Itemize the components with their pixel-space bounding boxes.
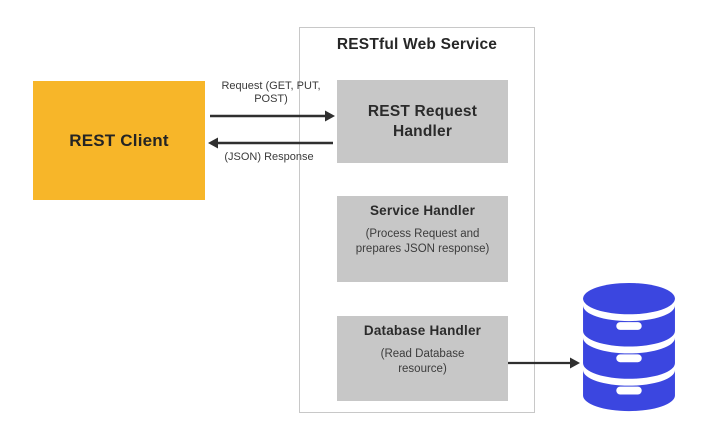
database-icon [580,282,678,415]
request-arrow-label: Request (GET, PUT, POST) [221,80,321,105]
service-handler-subtitle: (Process Request and prepares JSON respo… [355,228,490,255]
database-handler-box: Database Handler (Read Database resource… [337,316,508,401]
response-arrow-label: (JSON) Response [224,151,314,163]
rest-client-label: REST Client [69,130,169,150]
rest-request-handler-box: REST Request Handler [337,80,508,163]
database-handler-title: Database Handler [363,323,482,338]
database-icon-svg [583,282,675,412]
rest-client-box: REST Client [33,81,205,200]
database-handler-subtitle: (Read Database resource) [380,348,465,375]
restful-web-service-title: RESTful Web Service [336,36,498,53]
service-handler-title: Service Handler [369,203,476,218]
service-handler-box: Service Handler (Process Request and pre… [337,196,508,282]
rest-request-handler-title: REST Request Handler [367,103,478,140]
